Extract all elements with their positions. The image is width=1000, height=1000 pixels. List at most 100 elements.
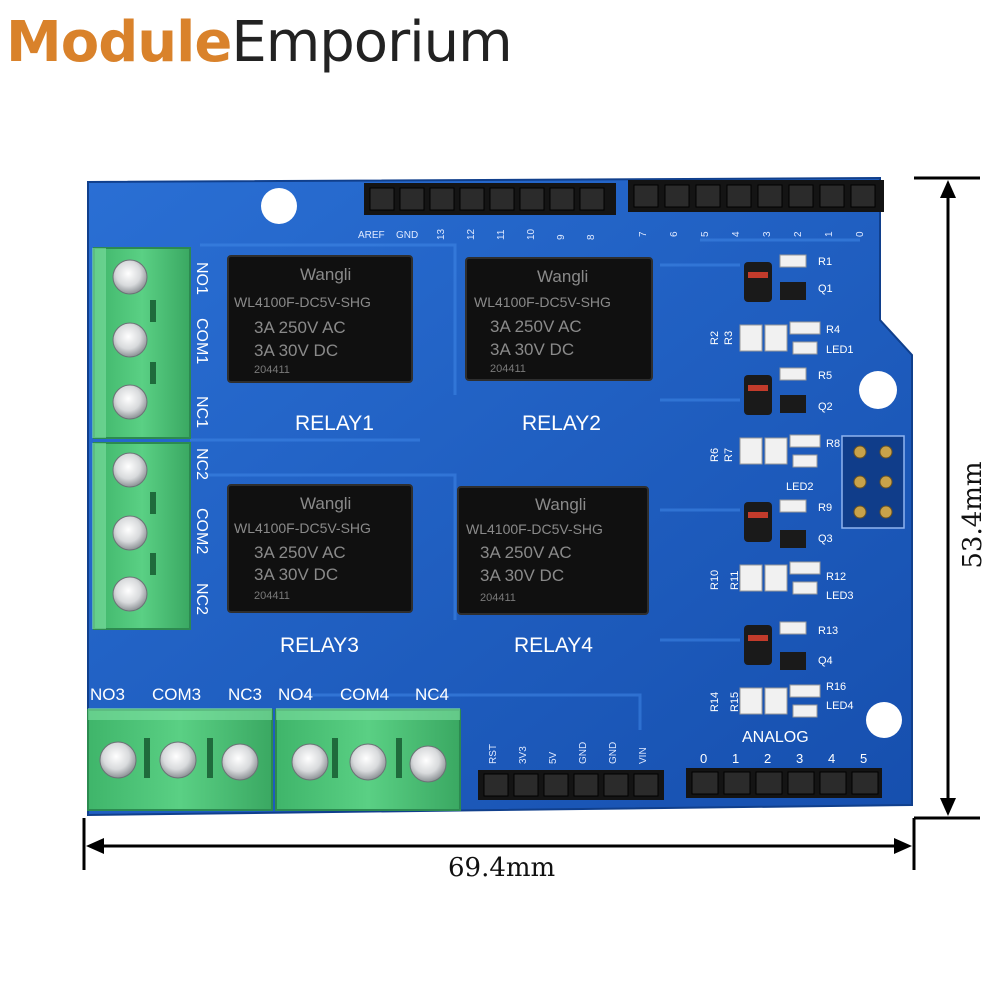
relay-model: WL4100F-DC5V-SHG: [474, 294, 611, 310]
component-label: R9: [818, 502, 832, 514]
relay-brand: Wangli: [537, 267, 588, 286]
top-header-labels: AREF GND 13 12 11 10 9 8 7 6 5 4 3 2 1 0: [358, 228, 866, 241]
pin-label: 3: [762, 231, 773, 237]
component-label: Q2: [818, 401, 833, 413]
terminal-label: COM4: [340, 685, 389, 704]
pin-label: 5V: [548, 751, 559, 764]
component-label: R1: [818, 256, 832, 268]
screw: [291, 743, 329, 781]
relay-model: WL4100F-DC5V-SHG: [234, 294, 371, 310]
height-dimension: [914, 176, 980, 820]
relay-3: Wangli WL4100F-DC5V-SHG 3A 250V AC 3A 30…: [227, 484, 413, 613]
left-terminal-block-2: [92, 442, 191, 630]
pin-label: 4: [731, 231, 742, 237]
component-label: R10: [709, 570, 721, 590]
relay-rating: 3A 250V AC: [254, 318, 346, 337]
relay-brand: Wangli: [300, 265, 351, 284]
component-label: LED3: [826, 590, 854, 602]
pin-label: 0: [855, 231, 866, 237]
relay-code: 204411: [490, 363, 526, 375]
pin-label: 8: [586, 234, 597, 240]
pin-label: 7: [638, 231, 649, 237]
analog-pin-labels: 0 1 2 3 4 5: [700, 751, 867, 766]
terminal-label: NC3: [228, 685, 262, 704]
component-label: R11: [729, 571, 741, 590]
screw: [409, 745, 447, 783]
power-header-labels: RST 3V3 5V GND GND VIN: [488, 742, 649, 764]
left-terminal-labels: NO1 COM1 NC1 NC2 COM2 NC2: [193, 262, 210, 615]
component-label: LED2: [786, 481, 814, 493]
pcb-traces: [190, 238, 860, 730]
relay-rating: 3A 250V AC: [480, 543, 572, 562]
driver-components: [739, 254, 821, 718]
relay-code: 204411: [254, 364, 290, 376]
pin-label: GND: [608, 742, 619, 764]
relay-rating: 3A 30V DC: [480, 566, 564, 585]
component-label: R6: [709, 448, 721, 462]
relay-brand: Wangli: [535, 495, 586, 514]
component-label: R3: [723, 331, 735, 345]
bottom-terminal-labels: NO3 COM3 NC3 NO4 COM4 NC4: [90, 685, 449, 704]
left-terminal-block-1: [92, 247, 191, 439]
relay-rating: 3A 30V DC: [490, 340, 574, 359]
pin-label: RST: [488, 744, 499, 764]
pin-label: 13: [436, 228, 447, 240]
pin-label: 10: [526, 228, 537, 240]
height-dimension-label: 53.4mm: [958, 461, 988, 569]
pin-label: GND: [396, 230, 418, 241]
screw: [112, 452, 148, 488]
brand-logo: ModuleEmporium: [6, 10, 513, 75]
pin-label: AREF: [358, 230, 385, 241]
screw: [112, 515, 148, 551]
relay-brand: Wangli: [300, 494, 351, 513]
pin-label: 6: [669, 231, 680, 237]
terminal-label: NO3: [90, 685, 125, 704]
component-labels: R1 Q1 R2 R3 R4 LED1 R5 Q2 R6 R7 R8 LED2 …: [709, 256, 854, 712]
relay-code: 204411: [254, 590, 290, 602]
relay-labels: RELAY1 RELAY2 RELAY3 RELAY4: [280, 412, 601, 657]
relay-4: Wangli WL4100F-DC5V-SHG 3A 250V AC 3A 30…: [457, 486, 649, 615]
bottom-terminal-block-2: [275, 708, 461, 811]
component-label: R4: [826, 324, 840, 336]
screw: [112, 576, 148, 612]
terminal-label: COM1: [193, 318, 210, 364]
pin-label: 0: [700, 751, 707, 766]
bottom-terminal-block-1: [87, 708, 273, 811]
relay-model: WL4100F-DC5V-SHG: [466, 521, 603, 537]
relay-rating: 3A 250V AC: [254, 543, 346, 562]
screw: [112, 384, 148, 420]
screw: [99, 741, 137, 779]
pin-label: 11: [496, 229, 507, 240]
brand-logo-part2: Emporium: [231, 10, 512, 75]
component-label: R8: [826, 438, 840, 450]
terminal-label: NC1: [193, 396, 210, 428]
terminal-label: NC4: [415, 685, 449, 704]
component-label: R14: [709, 692, 721, 712]
screw: [159, 741, 197, 779]
terminal-label: NC2: [193, 583, 210, 615]
relay-rating: 3A 250V AC: [490, 317, 582, 336]
terminal-label: COM3: [152, 685, 201, 704]
width-dimension: [82, 818, 916, 870]
icsp-header: [841, 435, 905, 529]
top-header-left: [364, 183, 616, 215]
terminal-label: COM2: [193, 508, 210, 554]
component-label: Q3: [818, 533, 833, 545]
component-label: R13: [818, 625, 838, 637]
component-label: R16: [826, 681, 846, 693]
brand-logo-part1: Module: [6, 10, 232, 75]
relay-rating: 3A 30V DC: [254, 341, 338, 360]
component-label: Q4: [818, 655, 833, 667]
screw: [221, 743, 259, 781]
component-label: R2: [709, 331, 721, 345]
component-label: R12: [826, 571, 846, 583]
relay-label: RELAY1: [295, 412, 374, 435]
pin-label: 2: [793, 231, 804, 237]
relay-label: RELAY2: [522, 412, 601, 435]
pin-label: 5: [860, 751, 867, 766]
mounting-hole: [261, 188, 297, 224]
terminal-label: NO1: [193, 262, 210, 295]
component-label: R15: [729, 692, 741, 712]
width-dimension-label: 69.4mm: [448, 853, 556, 883]
